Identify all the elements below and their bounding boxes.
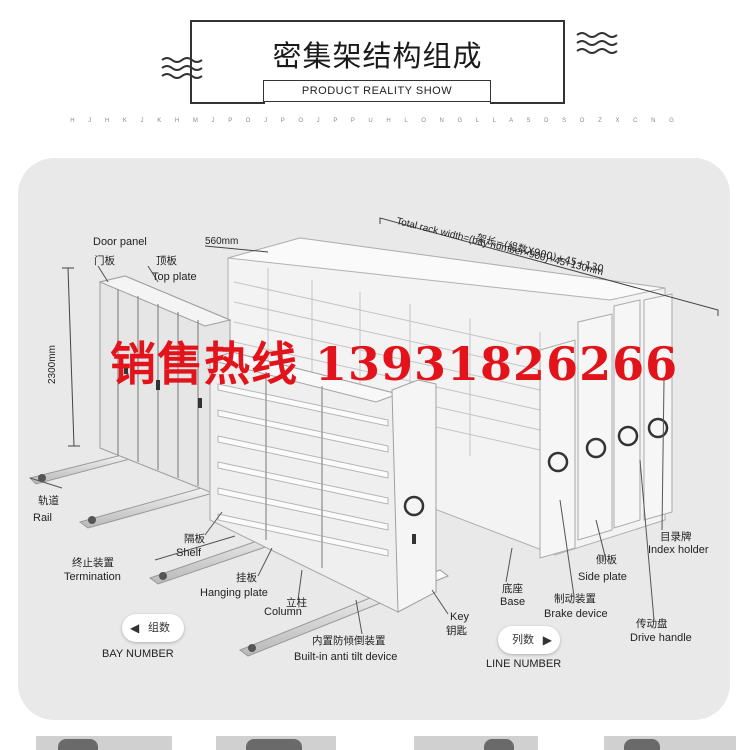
bay-number-badge: ◀ 组数 — [122, 614, 184, 642]
header-frame — [190, 20, 565, 104]
leader-lines — [29, 265, 665, 635]
drive-handles — [547, 417, 669, 473]
label-drive-handle: Drive handle — [630, 632, 692, 644]
label-termination: Termination — [64, 571, 121, 583]
label-column-cn: 立柱 — [286, 597, 307, 609]
thumbnail-4[interactable] — [604, 736, 736, 750]
door-handles — [124, 364, 202, 408]
label-door-panel-cn: 门板 — [94, 255, 115, 267]
label-column: Column — [264, 606, 302, 618]
label-hanging-plate-cn: 挂板 — [236, 572, 257, 584]
label-side-plate: Side plate — [578, 571, 627, 583]
label-key-cn: 钥匙 — [446, 625, 467, 637]
label-key: Key — [450, 611, 469, 623]
page-subtitle: PRODUCT REALITY SHOW — [263, 80, 491, 102]
label-anti-tilt: Built-in anti tilt device — [294, 651, 398, 663]
label-rail: Rail — [33, 512, 52, 524]
line-number-label: LINE NUMBER — [486, 658, 562, 670]
label-side-plate-cn: 侧板 — [596, 554, 617, 566]
arrow-left-icon: ◀ — [130, 621, 140, 635]
label-shelf-cn: 隔板 — [184, 533, 205, 545]
line-number-badge: 列数 ▶ — [498, 626, 560, 654]
label-top-plate: Top plate — [152, 271, 197, 283]
thumbnail-1[interactable] — [36, 736, 172, 750]
bay-number-badge-text: 组数 — [148, 621, 170, 634]
label-door-panel: Door panel — [93, 236, 147, 248]
label-brake: Brake device — [544, 608, 608, 620]
page-title: 密集架结构组成 — [272, 39, 483, 73]
dimension-lines — [62, 217, 719, 447]
label-base: Base — [500, 596, 526, 608]
label-index-holder-cn: 目录牌 — [660, 531, 692, 543]
label-hanging-plate: Hanging plate — [200, 587, 268, 599]
front-columns — [265, 372, 323, 568]
side-plates — [539, 293, 673, 559]
hotline-watermark: 销售热线 13931826266 — [110, 337, 679, 391]
line-number-badge-text: 列数 — [512, 633, 534, 646]
front-drive-handle — [403, 495, 425, 517]
wave-decoration-right-icon — [576, 32, 618, 54]
bay-number-label: BAY NUMBER — [102, 648, 174, 660]
label-anti-tilt-cn: 内置防倾倒装置 — [312, 635, 386, 647]
label-termination-cn: 终止装置 — [72, 557, 114, 569]
height-dimension: 2300mm — [47, 345, 58, 384]
decorative-letters: H J H K J K H M J P O J P O J P P U H L … — [70, 118, 680, 124]
label-top-plate-cn: 顶板 — [156, 255, 177, 267]
label-rail-cn: 轨道 — [38, 495, 59, 507]
thumbnail-2[interactable] — [216, 736, 336, 750]
label-shelf: Shelf — [176, 547, 202, 559]
label-index-holder: Index holder — [648, 544, 709, 556]
label-brake-cn: 制动装置 — [554, 593, 596, 605]
label-base-cn: 底座 — [502, 583, 523, 595]
arrow-right-icon: ▶ — [542, 633, 552, 647]
rail-stoppers — [38, 474, 256, 652]
front-shelves — [217, 383, 389, 557]
label-drive-handle-cn: 传动盘 — [636, 618, 668, 630]
thumbnail-3[interactable] — [414, 736, 538, 750]
back-grid — [233, 268, 541, 476]
width-dimension: 560mm — [205, 236, 239, 247]
wave-decoration-left-icon — [161, 57, 203, 79]
